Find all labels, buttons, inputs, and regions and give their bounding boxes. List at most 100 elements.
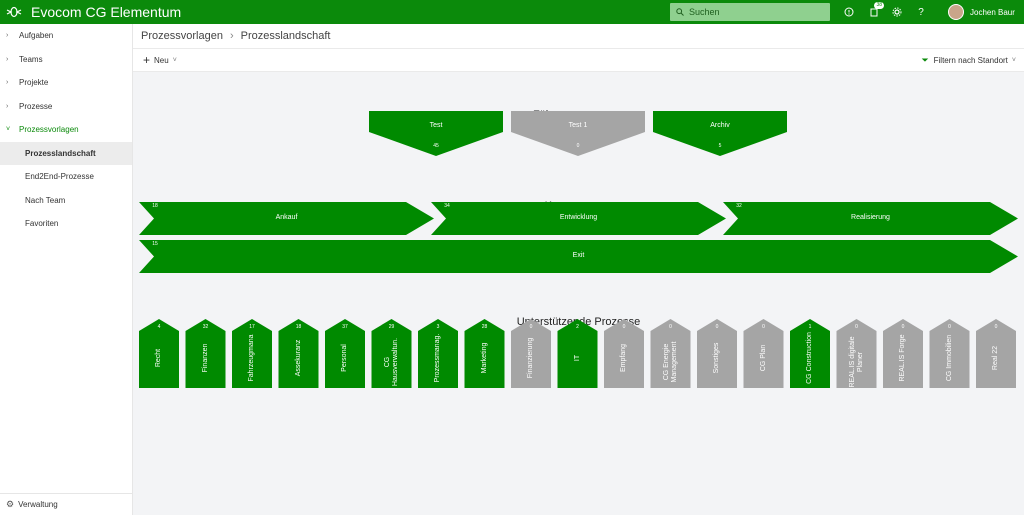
chevron-down-icon: ˅ bbox=[172, 56, 177, 64]
support-process-shape[interactable] bbox=[836, 319, 877, 388]
leadership-process-count: 0 bbox=[576, 143, 580, 149]
search-placeholder: Suchen bbox=[689, 7, 720, 17]
support-process-shape[interactable] bbox=[185, 319, 226, 388]
avatar bbox=[948, 4, 964, 20]
question-icon[interactable]: ? bbox=[918, 6, 924, 18]
chevron-down-icon: ˅ bbox=[1011, 57, 1016, 64]
support-process-count: 32 bbox=[202, 324, 209, 330]
sidebar-item-teams[interactable]: › Teams bbox=[0, 48, 132, 72]
chevron-right-icon: › bbox=[6, 55, 9, 63]
core-process-shape[interactable] bbox=[139, 240, 1018, 273]
core-process-count: 18 bbox=[152, 203, 158, 209]
support-process-count: 17 bbox=[249, 324, 255, 330]
sidebar-item-label: Prozesslandschaft bbox=[25, 148, 96, 158]
support-process-label: REAL.IS Forge bbox=[899, 334, 906, 382]
support-process-label: Finanzen bbox=[201, 343, 209, 373]
support-process-count: 2 bbox=[576, 324, 579, 330]
support-process-label: Personal bbox=[341, 344, 348, 372]
support-process-shape[interactable] bbox=[139, 319, 179, 388]
support-process-count: 18 bbox=[295, 324, 302, 330]
support-process-count: 0 bbox=[901, 324, 905, 330]
support-process-shape[interactable] bbox=[976, 319, 1016, 388]
user-menu[interactable]: Jochen Baur bbox=[948, 2, 1015, 22]
gear-icon[interactable] bbox=[886, 0, 908, 24]
support-process-shape[interactable] bbox=[743, 319, 784, 388]
support-process-shape[interactable] bbox=[697, 319, 737, 388]
breadcrumb-parent[interactable]: Prozessvorlagen bbox=[141, 30, 223, 42]
core-process-shape[interactable] bbox=[723, 202, 1018, 235]
leadership-process-shape[interactable] bbox=[653, 111, 787, 156]
chevron-right-icon: › bbox=[229, 30, 234, 42]
main-content: Prozessvorlagen › Prozesslandschaft + Ne… bbox=[133, 24, 1024, 515]
support-process-label: CG Hausverwaltun. bbox=[383, 337, 399, 387]
support-process-count: 0 bbox=[529, 324, 533, 330]
support-process-shape[interactable] bbox=[371, 319, 412, 388]
support-process-shape[interactable] bbox=[511, 319, 551, 388]
help-circle-icon[interactable] bbox=[838, 0, 860, 24]
support-process-count: 28 bbox=[481, 324, 488, 330]
app-logo-icon[interactable] bbox=[3, 0, 25, 24]
notifications-icon[interactable]: 38 bbox=[863, 0, 885, 24]
support-process-shape[interactable] bbox=[650, 319, 691, 388]
support-process-shape[interactable] bbox=[790, 319, 830, 388]
leadership-process-label: Test 1 bbox=[568, 122, 588, 129]
support-process-shape[interactable] bbox=[883, 319, 923, 388]
support-process-shape[interactable] bbox=[557, 319, 598, 388]
sidebar-item-label: Prozessvorlagen bbox=[19, 125, 79, 135]
sidebar-subitem-nach-team[interactable]: Nach Team bbox=[0, 189, 132, 213]
support-process-shape[interactable] bbox=[278, 319, 319, 388]
support-process-label: Marketing bbox=[480, 342, 488, 374]
support-process-label: Prozessmanag. bbox=[434, 333, 441, 383]
sidebar-subitem-end2end[interactable]: End2End-Prozesse bbox=[0, 165, 132, 189]
support-process-count: 37 bbox=[342, 324, 348, 330]
plus-icon: + bbox=[143, 53, 151, 67]
sidebar-footer-verwaltung[interactable]: ⚙ Verwaltung bbox=[0, 493, 133, 515]
leadership-process-shape[interactable] bbox=[369, 111, 503, 156]
leadership-process-shape[interactable] bbox=[511, 111, 645, 156]
sidebar-item-label: Teams bbox=[19, 54, 43, 64]
sidebar-item-label: Prozesse bbox=[19, 101, 53, 111]
support-process-shape[interactable] bbox=[232, 319, 272, 388]
sidebar-item-projekte[interactable]: ›Projekte bbox=[0, 71, 132, 95]
gear-icon: ⚙ bbox=[6, 499, 15, 509]
support-process-shape[interactable] bbox=[325, 319, 365, 388]
support-process-shape[interactable] bbox=[418, 319, 458, 388]
process-landscape-canvas: Führungsprozesse Kernprozesse Unterstütz… bbox=[133, 72, 1024, 515]
support-process-label: CG Construction bbox=[806, 332, 813, 384]
sidebar-item-aufgaben[interactable]: ›Aufgaben bbox=[0, 24, 132, 48]
new-button[interactable]: Neu bbox=[154, 55, 169, 65]
support-process-count: 0 bbox=[622, 324, 626, 330]
core-process-shape[interactable] bbox=[139, 202, 434, 235]
notification-badge: 38 bbox=[874, 2, 884, 9]
filter-by-location-button[interactable]: ⏷ Filtern nach Standort ˅ bbox=[921, 49, 1016, 72]
support-process-count: 0 bbox=[669, 324, 672, 330]
top-bar: Evocom CG Elementum Suchen 38 ? Jochen B… bbox=[0, 0, 1024, 24]
breadcrumb-current: Prozesslandschaft bbox=[240, 30, 331, 42]
leadership-process-count: 45 bbox=[433, 143, 439, 149]
support-process-label: Fahrzeugmana bbox=[248, 334, 255, 382]
core-process-count: 34 bbox=[444, 203, 450, 209]
support-process-label: IT bbox=[573, 354, 581, 362]
sidebar-item-prozesse[interactable]: ›Prozesse bbox=[0, 95, 132, 119]
core-process-count: 15 bbox=[152, 241, 158, 247]
breadcrumb: Prozessvorlagen › Prozesslandschaft bbox=[133, 24, 1024, 49]
support-process-label: Recht bbox=[155, 348, 162, 368]
support-process-shape[interactable] bbox=[929, 319, 970, 388]
support-process-count: 0 bbox=[948, 324, 951, 330]
support-process-label: Assekuranz bbox=[294, 339, 302, 377]
support-process-count: 3 bbox=[436, 324, 440, 330]
sidebar-item-prozessvorlagen[interactable]: ˅Prozessvorlagen bbox=[0, 118, 132, 142]
support-process-shape[interactable] bbox=[464, 319, 505, 388]
support-process-count: 0 bbox=[715, 324, 719, 330]
sidebar-subitem-prozesslandschaft[interactable]: Prozesslandschaft bbox=[0, 141, 132, 165]
core-process-shape[interactable] bbox=[431, 202, 726, 235]
command-bar: + Neu ˅ ⏷ Filtern nach Standort ˅ bbox=[133, 49, 1024, 72]
user-name: Jochen Baur bbox=[970, 7, 1015, 17]
sidebar-subitem-favoriten[interactable]: Favoriten bbox=[0, 212, 132, 236]
core-process-count: 32 bbox=[736, 203, 742, 209]
chevron-right-icon: › bbox=[6, 32, 9, 40]
app-title: Evocom CG Elementum bbox=[31, 4, 182, 20]
search-input[interactable]: Suchen bbox=[670, 3, 830, 21]
support-process-label: REAL.IS digitale Planer bbox=[848, 336, 864, 388]
support-process-shape[interactable] bbox=[604, 319, 644, 388]
